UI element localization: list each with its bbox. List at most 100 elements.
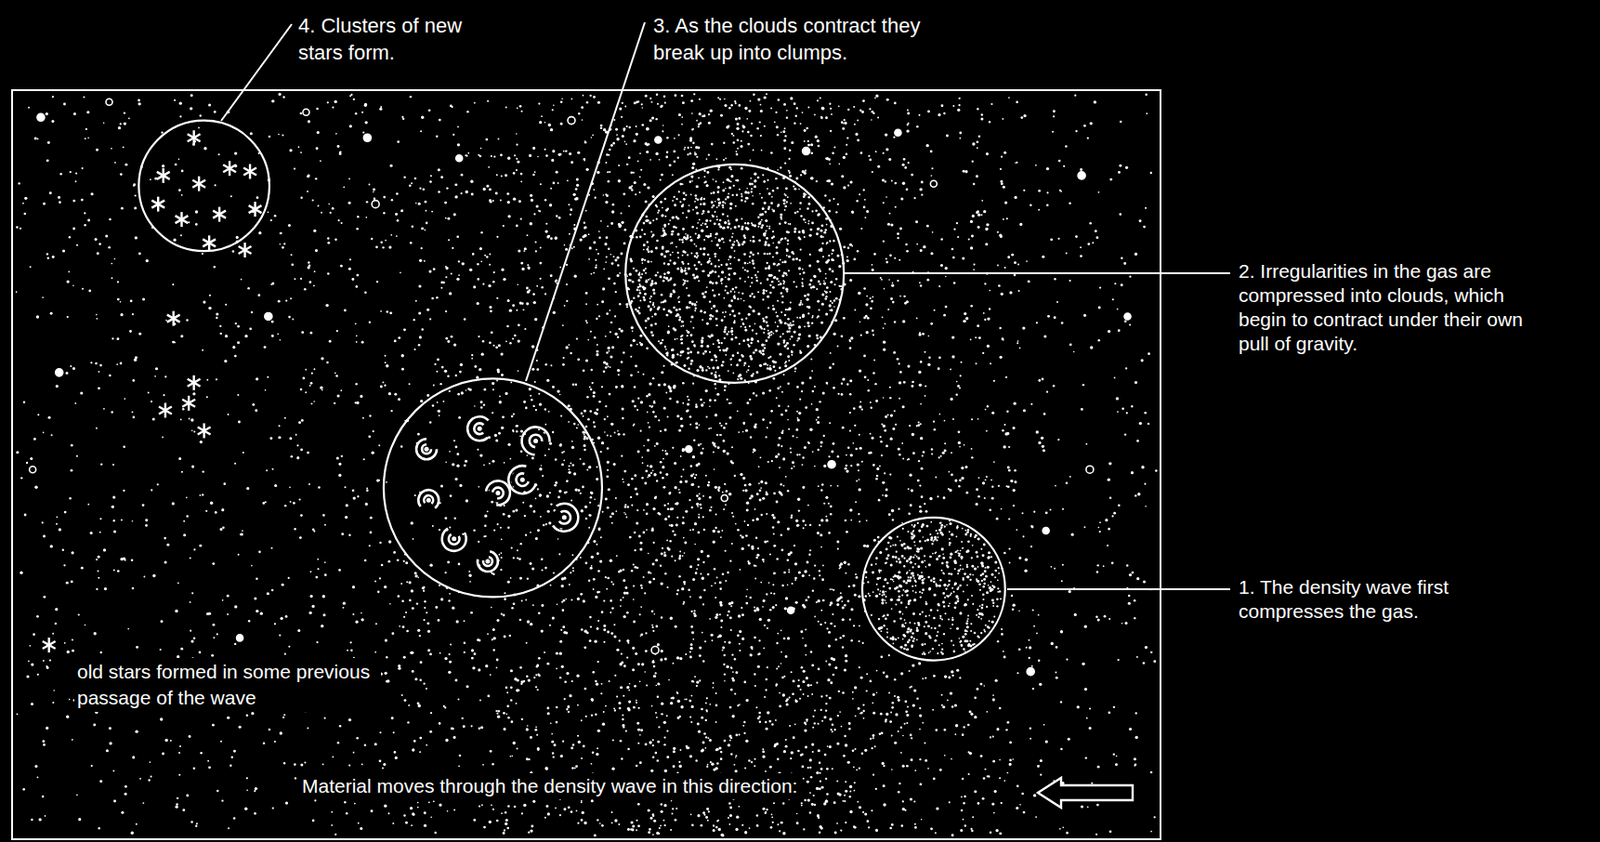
gas-dot bbox=[621, 134, 625, 138]
gas-dot bbox=[858, 666, 861, 669]
gas-dot bbox=[293, 167, 296, 170]
gas-dot bbox=[555, 706, 559, 709]
gas-dot bbox=[747, 131, 750, 134]
gas-dot bbox=[792, 679, 796, 682]
gas-dot bbox=[535, 685, 538, 688]
gas-dot bbox=[983, 209, 986, 213]
gas-dot bbox=[690, 146, 693, 149]
gas-dot bbox=[1017, 340, 1020, 342]
gas-dot bbox=[1150, 771, 1153, 774]
gas-dot bbox=[718, 827, 722, 831]
gas-dot bbox=[387, 560, 391, 564]
gas-dot bbox=[709, 109, 713, 113]
gas-dot bbox=[443, 400, 446, 403]
gas-dot bbox=[557, 537, 560, 540]
gas-dot bbox=[411, 747, 415, 751]
gas-dot bbox=[1096, 236, 1100, 239]
gas-dot bbox=[836, 822, 839, 825]
gas-dot bbox=[811, 222, 814, 225]
gas-dot bbox=[498, 138, 500, 141]
gas-dot bbox=[620, 757, 623, 760]
gas-dot bbox=[364, 290, 368, 294]
gas-dot bbox=[937, 367, 941, 370]
gas-dot bbox=[650, 816, 654, 820]
gas-dot bbox=[477, 540, 480, 543]
gas-dot bbox=[164, 738, 168, 742]
gas-dot bbox=[626, 275, 629, 277]
gas-dot bbox=[712, 529, 716, 533]
gas-dot bbox=[734, 670, 738, 674]
gas-dot bbox=[802, 271, 806, 275]
gas-dot bbox=[152, 417, 156, 420]
gas-dot bbox=[178, 773, 181, 776]
gas-dot bbox=[507, 200, 511, 204]
gas-dot bbox=[737, 805, 740, 808]
gas-dot bbox=[1000, 508, 1003, 511]
gas-dot bbox=[604, 497, 608, 500]
gas-dot bbox=[882, 670, 886, 674]
gas-dot bbox=[587, 339, 590, 341]
gas-dot bbox=[721, 646, 725, 650]
gas-dot bbox=[170, 739, 172, 742]
gas-dot bbox=[585, 425, 589, 429]
gas-dot bbox=[214, 183, 217, 186]
gas-dot bbox=[783, 282, 786, 285]
gas-dot bbox=[833, 800, 837, 804]
gas-dot bbox=[445, 571, 447, 574]
gas-dot bbox=[782, 286, 786, 289]
gas-dot bbox=[831, 151, 835, 155]
gas-dot bbox=[938, 456, 941, 459]
gas-dot bbox=[665, 452, 669, 456]
gas-dot bbox=[52, 95, 54, 98]
gas-dot bbox=[790, 670, 793, 673]
gas-dot bbox=[595, 477, 599, 481]
gas-dot bbox=[381, 767, 384, 770]
gas-dot bbox=[539, 247, 542, 250]
gas-dot bbox=[534, 170, 537, 173]
gas-dot bbox=[520, 172, 524, 176]
gas-dot bbox=[1013, 274, 1017, 277]
gas-dot bbox=[821, 720, 824, 722]
gas-dot bbox=[846, 255, 849, 258]
gas-dot bbox=[547, 510, 551, 513]
gas-dot bbox=[685, 698, 688, 701]
gas-dot bbox=[711, 639, 714, 642]
gas-dot bbox=[593, 336, 596, 339]
gas-dot bbox=[813, 385, 816, 388]
gas-dot bbox=[905, 559, 909, 563]
gas-dot bbox=[729, 262, 732, 265]
gas-dot bbox=[937, 113, 941, 117]
gas-dot bbox=[998, 831, 1002, 835]
gas-dot bbox=[858, 487, 862, 491]
gas-dot bbox=[679, 480, 682, 484]
gas-dot bbox=[420, 247, 423, 250]
gas-dot bbox=[582, 415, 585, 418]
gas-dot bbox=[592, 420, 595, 423]
gas-dot bbox=[85, 128, 88, 131]
gas-dot bbox=[617, 327, 621, 331]
gas-dot bbox=[618, 302, 621, 305]
gas-dot bbox=[600, 127, 604, 131]
gas-dot bbox=[844, 789, 848, 793]
gas-dot bbox=[840, 381, 843, 384]
gas-dot bbox=[707, 274, 710, 277]
gas-dot bbox=[65, 371, 68, 375]
gas-dot bbox=[1028, 639, 1031, 642]
gas-dot bbox=[592, 588, 595, 591]
gas-dot bbox=[424, 200, 428, 204]
gas-dot bbox=[841, 691, 845, 695]
gas-dot bbox=[770, 591, 773, 594]
gas-dot bbox=[768, 581, 771, 584]
gas-dot bbox=[799, 398, 801, 401]
gas-dot bbox=[604, 405, 607, 407]
gas-dot bbox=[786, 636, 790, 640]
gas-dot bbox=[766, 187, 769, 190]
gas-dot bbox=[596, 551, 600, 555]
gas-dot bbox=[503, 591, 506, 594]
gas-dot bbox=[480, 231, 483, 234]
gas-dot bbox=[872, 711, 876, 715]
gas-dot bbox=[672, 262, 676, 265]
gas-dot bbox=[728, 801, 732, 805]
gas-dot bbox=[855, 199, 858, 202]
gas-dot bbox=[764, 481, 768, 485]
